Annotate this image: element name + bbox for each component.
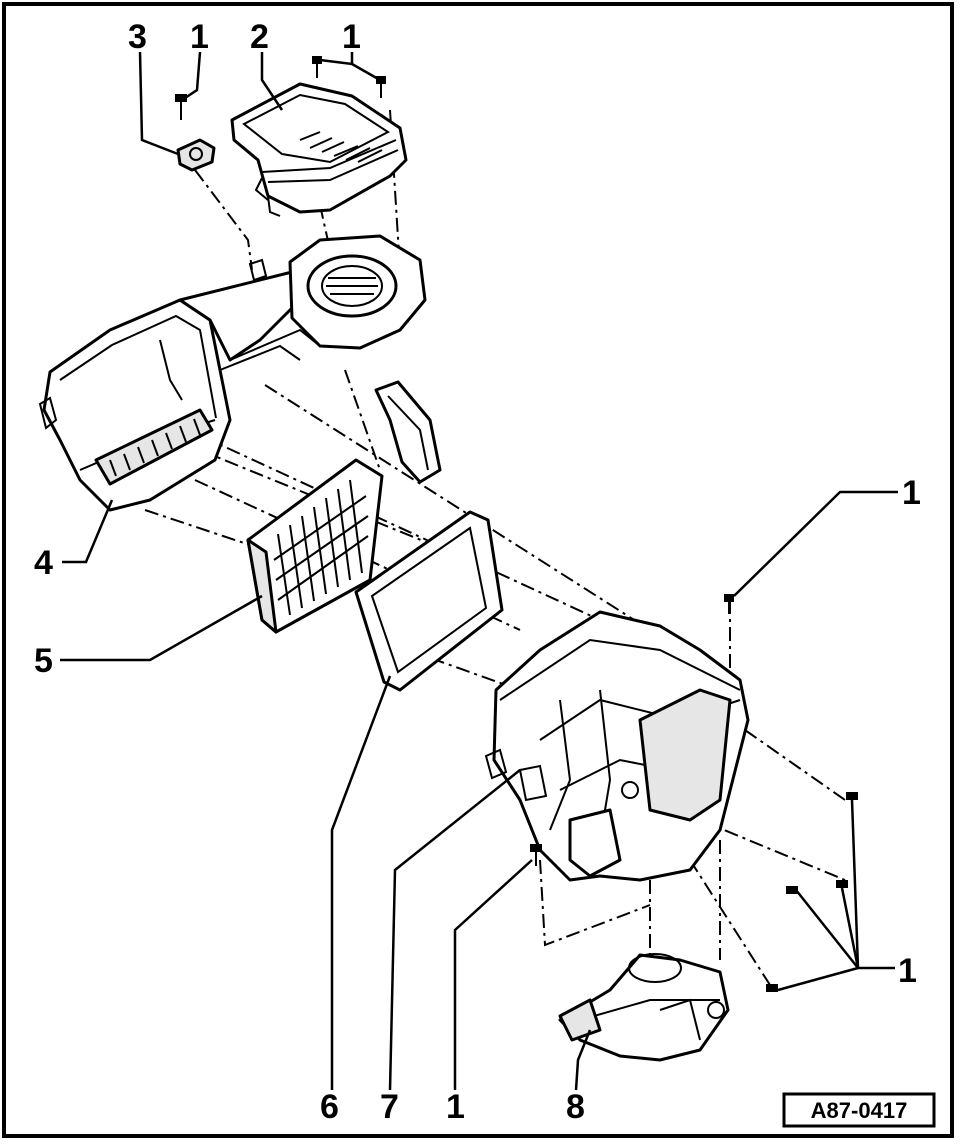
callout-labels: 3 1 2 1 1 4 5 1 6 7 1 8 xyxy=(34,18,921,1126)
callout-1: 1 xyxy=(342,18,361,56)
callout-6: 6 xyxy=(320,1088,339,1126)
callout-1: 1 xyxy=(446,1088,465,1126)
screw-icon xyxy=(530,844,542,866)
reference-code: A87-0417 xyxy=(811,1098,908,1123)
callout-1: 1 xyxy=(902,474,921,512)
callout-7: 7 xyxy=(380,1088,399,1126)
screw-icon xyxy=(786,886,798,894)
screw-icon xyxy=(766,984,778,992)
screw-icon xyxy=(836,880,848,888)
callout-1: 1 xyxy=(898,952,917,990)
callout-3: 3 xyxy=(128,18,147,56)
callout-1: 1 xyxy=(190,18,209,56)
screw-icon xyxy=(312,56,322,78)
callout-4: 4 xyxy=(34,544,53,582)
part-air-outlet-housing xyxy=(230,82,408,217)
part-evaporator-core xyxy=(246,458,384,634)
part-evaporator-housing xyxy=(38,234,442,512)
callout-8: 8 xyxy=(566,1088,585,1126)
part-seal-frame xyxy=(354,510,504,692)
part-sensor xyxy=(176,138,216,172)
part-heater-housing xyxy=(484,610,750,882)
screw-icon xyxy=(846,792,858,800)
screw-icon xyxy=(376,76,386,98)
leader-lines xyxy=(60,51,898,1091)
callout-5: 5 xyxy=(34,642,53,680)
screw-icon xyxy=(175,94,187,120)
screw-icon xyxy=(724,594,734,614)
reference-code-box: A87-0417 xyxy=(782,1092,936,1128)
callout-2: 2 xyxy=(250,18,269,56)
